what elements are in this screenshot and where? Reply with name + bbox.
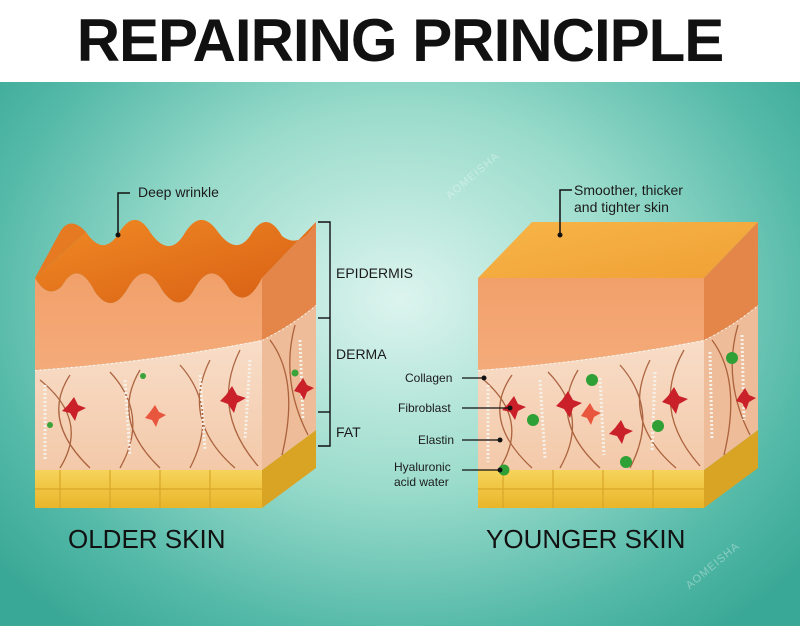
- layer-bracket: [318, 221, 331, 447]
- label-smoother-skin-line-2: and tighter skin: [574, 199, 669, 215]
- label-hyaluronic-line-2: acid water: [394, 475, 449, 489]
- label-collagen: Collagen: [405, 371, 453, 385]
- label-fat: FAT: [336, 424, 361, 440]
- label-epidermis: EPIDERMIS: [336, 265, 414, 281]
- page-title: REPAIRING PRINCIPLE: [76, 7, 725, 74]
- younger-epidermis-layer: [478, 278, 704, 370]
- header-bar: REPAIRING PRINCIPLE: [0, 0, 800, 82]
- label-deep-wrinkle: Deep wrinkle: [138, 184, 219, 200]
- younger-skin-block: [477, 189, 759, 508]
- label-smoother-skin-line-1: Smoother, thicker: [574, 182, 683, 198]
- label-elastin: Elastin: [418, 433, 455, 447]
- caption-younger-skin: YOUNGER SKIN: [486, 524, 686, 554]
- older-epidermis-layer: [35, 273, 262, 370]
- older-skin-block: [34, 192, 317, 508]
- label-fibroblast: Fibroblast: [398, 401, 451, 415]
- younger-skin-surface: [478, 222, 758, 278]
- label-hyaluronic-line-1: Hyaluronic: [394, 460, 451, 474]
- component-leaders: [462, 377, 510, 471]
- label-derma: DERMA: [336, 346, 387, 362]
- older-skin-surface: [35, 219, 316, 304]
- caption-older-skin: OLDER SKIN: [68, 524, 226, 554]
